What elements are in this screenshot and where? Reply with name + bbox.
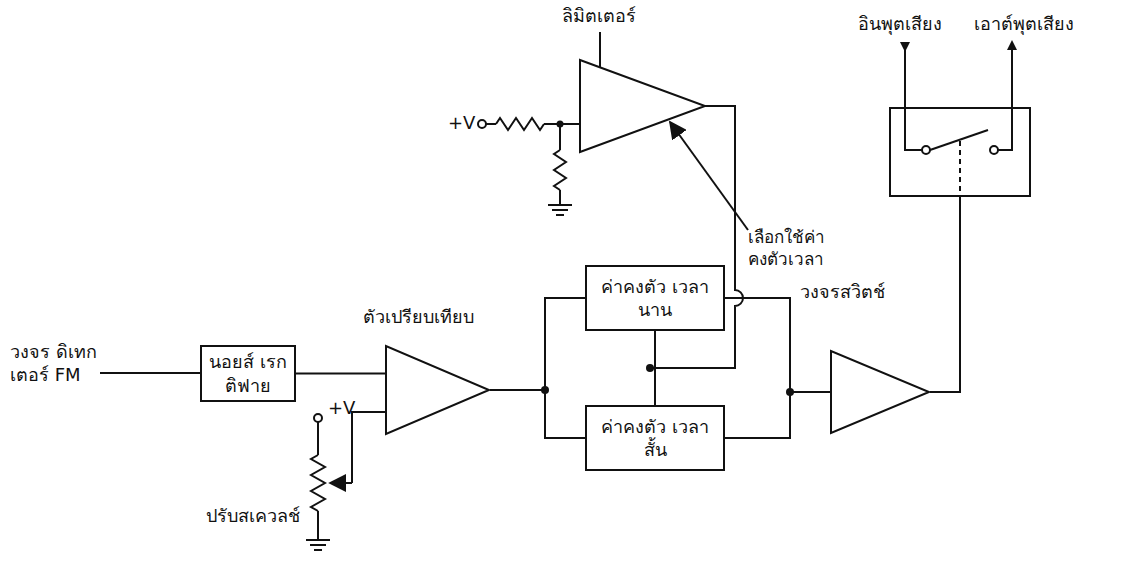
block-title: วงจรสวิตช์ — [800, 280, 885, 303]
arrow-head — [1007, 40, 1017, 50]
signal-name: อินพุตเสียง — [858, 12, 942, 35]
wire — [352, 412, 385, 483]
ground-symbol — [310, 544, 326, 546]
amplifier-outline — [830, 350, 930, 434]
box-label: ค่าคงตัว เวลานาน — [587, 275, 723, 322]
signal-wire — [725, 298, 830, 392]
wire — [559, 124, 561, 150]
ground-symbol — [552, 209, 568, 211]
box-label: นอยส์ เรกติฟาย — [202, 350, 294, 397]
signal-wire — [725, 392, 830, 438]
supply-label: +V — [328, 396, 355, 419]
amplifier-triangle — [831, 351, 929, 433]
ground-symbol — [306, 539, 330, 541]
signal-wire — [296, 373, 385, 375]
audio-input-wire — [905, 50, 922, 150]
block-title: ตัวเปรียบเทียบ — [363, 305, 474, 328]
potentiometer-symbol — [311, 455, 325, 511]
wire — [930, 196, 960, 392]
signal-source: วงจร ดิเทกเตอร์ FM — [10, 340, 98, 387]
callout-note: เลือกใช้ค่า คงตัวเวลา — [748, 226, 852, 270]
wiper-arrow — [330, 482, 352, 484]
junction-dot — [557, 121, 564, 128]
box-label: ค่าคงตัว เวลาสั้น — [587, 415, 723, 462]
process-box: ค่าคงตัว เวลาสั้น — [585, 405, 725, 471]
wire — [559, 190, 561, 205]
signal-name: ลิมิตเตอร์ — [562, 4, 636, 27]
amplifier-triangle — [386, 346, 489, 434]
switch-blade — [930, 130, 988, 150]
ground-symbol — [556, 214, 564, 216]
signal-wire — [490, 390, 585, 438]
ground-symbol — [314, 549, 322, 551]
resistor-symbol — [496, 118, 544, 130]
switch-actuator — [959, 141, 961, 196]
signal-name: เอาต์พุตเสียง — [974, 12, 1074, 35]
process-box: นอยส์ เรกติฟาย — [200, 345, 296, 402]
switch-amplifier: วงจรสวิตช์ — [830, 350, 930, 434]
signal-wire — [490, 298, 585, 390]
wire — [100, 372, 200, 374]
ground-symbol — [548, 204, 572, 206]
switch-contact — [990, 146, 998, 154]
switch-contact — [922, 146, 930, 154]
junction-dot — [646, 364, 654, 372]
limiter-input-wire — [599, 32, 601, 67]
supply-terminal — [478, 120, 486, 128]
limiter-amplifier — [580, 60, 705, 152]
switch-housing — [890, 108, 1030, 196]
resistor-symbol — [554, 150, 566, 190]
amplifier-outline — [385, 345, 490, 435]
wire — [486, 123, 496, 125]
wire — [317, 422, 319, 455]
leader-arrow — [670, 122, 748, 230]
signal-wire — [654, 331, 656, 405]
audio-output-wire — [998, 50, 1012, 150]
comparator-amplifier: ตัวเปรียบเทียบ — [385, 345, 490, 435]
process-box: ค่าคงตัว เวลานาน — [585, 265, 725, 331]
wire — [317, 511, 319, 540]
supply-terminal — [314, 414, 322, 422]
arrow-head — [900, 42, 910, 52]
supply-label: +V — [448, 111, 475, 134]
control-label: ปรับสเควลช์ — [206, 504, 300, 527]
